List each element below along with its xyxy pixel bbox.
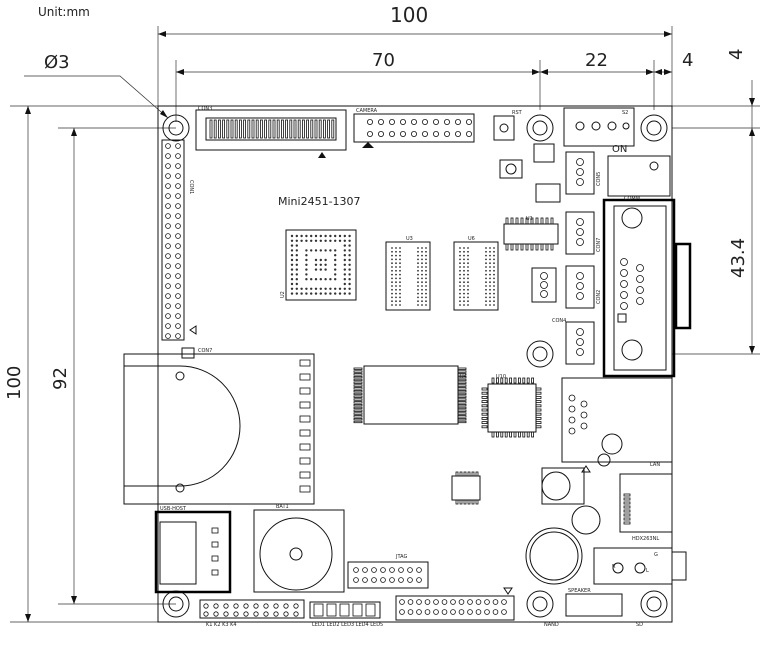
label-l: L [646, 568, 649, 574]
label-con5: CON5 [596, 172, 602, 186]
battery-bat1 [253, 509, 345, 593]
label-sd: SD [636, 622, 643, 628]
dimension-lines [10, 26, 760, 623]
u10-qfp [481, 377, 542, 438]
u6-memory [453, 241, 499, 311]
buzzer [541, 467, 585, 505]
dim-right-4: 4 [726, 49, 747, 60]
board-outline [157, 105, 673, 623]
com-connectors [531, 151, 595, 365]
label-u3: U3 [406, 236, 413, 242]
small-ic [535, 183, 561, 203]
label-bat1: BAT1 [276, 504, 289, 510]
label-con3: CON3 [198, 106, 212, 112]
rst-button [493, 115, 515, 141]
label-leds: LED1 LED2 LED3 LED4 LED5 [312, 622, 383, 628]
label-con4: CON4 [552, 318, 566, 324]
dim-hole-diameter: Ø3 [44, 52, 70, 73]
label-nand: NAND [544, 622, 559, 628]
diode [533, 143, 555, 163]
unit-label: Unit:mm [38, 5, 90, 19]
label-con2: CON2 [596, 290, 602, 304]
small-switch [499, 159, 523, 179]
dim-width-22: 22 [585, 50, 608, 71]
label-jtag: JTAG [395, 554, 407, 560]
jtag-header [347, 561, 429, 589]
label-con1: CON1 [188, 180, 194, 194]
dim-width-70: 70 [372, 50, 395, 71]
u3-memory [385, 241, 431, 311]
dim-width-total: 100 [390, 3, 428, 27]
lan-rj45 [561, 377, 673, 473]
label-con7: CON7 [596, 238, 602, 252]
sd-card-slot [123, 347, 315, 505]
lan-transformer [619, 473, 673, 533]
label-comm: COMM [624, 196, 640, 202]
label-s2: S2 [622, 110, 628, 116]
label-rst: RST [512, 110, 523, 116]
audio-jack [593, 547, 687, 585]
capacitor-small [571, 505, 601, 535]
mounting-holes [162, 114, 668, 618]
label-con7b: CON7 [198, 348, 212, 354]
speaker-header [565, 593, 623, 617]
label-lan: LAN [650, 462, 660, 468]
power-switch [607, 155, 671, 197]
speaker-round [525, 527, 583, 585]
label-keys: K1 K2 K3 K4 [206, 622, 237, 628]
label-camera: CAMERA [356, 108, 378, 114]
board-name: Mini2451-1307 [278, 195, 361, 208]
dim-width-4: 4 [682, 50, 693, 71]
label-u4: U4 [460, 374, 467, 380]
u1-chip [503, 217, 559, 251]
s2-switch [563, 107, 635, 147]
label-u2: U2 [280, 291, 286, 298]
label-hdx: HDX263NL [632, 536, 659, 542]
comm-db9-connector [602, 198, 692, 378]
con1-header [161, 139, 197, 341]
label-speaker: SPEAKER [568, 588, 591, 594]
dim-height-total: 100 [4, 366, 25, 400]
con3-connector [195, 109, 347, 158]
usb-host-connector [154, 510, 232, 594]
key-buttons [199, 599, 305, 619]
label-r: R [612, 564, 616, 570]
camera-header [353, 113, 475, 148]
bottom-header [395, 587, 515, 621]
led-row [309, 601, 381, 619]
label-u1: U1 [526, 216, 533, 222]
label-u6: U6 [468, 236, 475, 242]
label-usb-host: USB-HOST [160, 506, 187, 512]
u2-bga-chip [285, 229, 357, 301]
u4-nand [353, 365, 467, 425]
label-on: ON [612, 144, 627, 155]
dim-right-43-4: 43.4 [728, 238, 749, 278]
dim-height-92: 92 [50, 367, 71, 390]
label-u10: U10 [496, 374, 506, 380]
small-qfn [451, 471, 481, 505]
label-g: G [654, 552, 658, 558]
